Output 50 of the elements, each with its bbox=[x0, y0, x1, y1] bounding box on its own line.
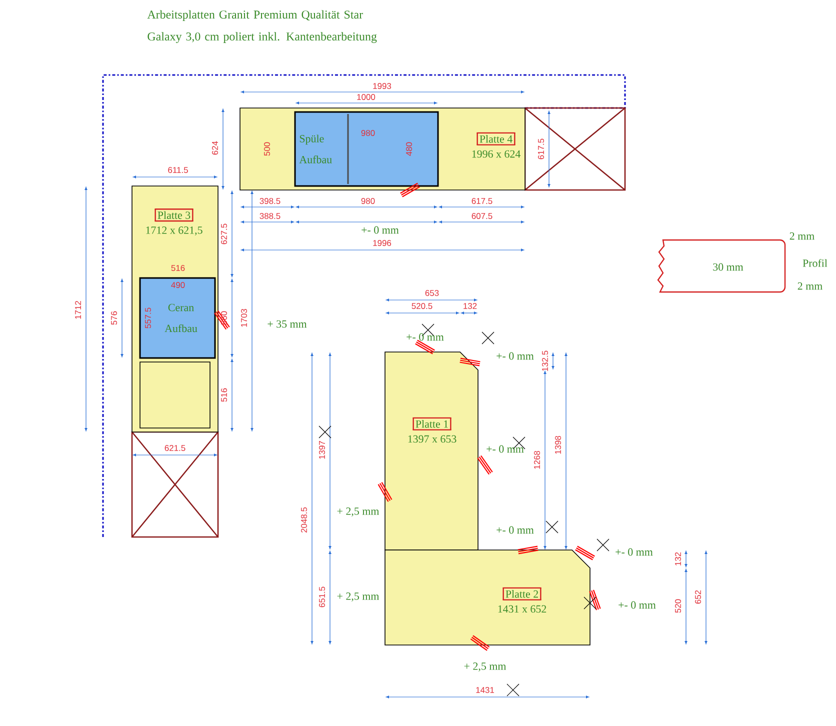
dimension-value: 980 bbox=[361, 198, 375, 204]
dimension-value: 980 bbox=[361, 130, 375, 136]
tolerance-note: Profil bbox=[802, 259, 828, 267]
worktop-slab: Platte 2 1431 x 652 bbox=[384, 550, 590, 646]
dimension-value: 1712 bbox=[75, 301, 81, 319]
tolerance-note: 2 mm bbox=[798, 282, 822, 290]
tolerance-note: + 2,5 mm bbox=[464, 662, 506, 672]
tolerance-note: 2 mm bbox=[790, 232, 814, 240]
dimension-value: 607.5 bbox=[472, 213, 492, 219]
dimension-value: 480 bbox=[406, 142, 412, 156]
tolerance-note: +- 0 mm bbox=[616, 548, 653, 556]
dimension-value: 651.5 bbox=[319, 586, 325, 608]
edge-profile-box: 30 mm bbox=[657, 239, 786, 293]
dimension-value: 388.5 bbox=[260, 213, 280, 219]
dimension-value: 576 bbox=[111, 311, 117, 325]
dimension-value: 490 bbox=[171, 282, 185, 288]
dimension-value: 624 bbox=[212, 141, 218, 155]
dimension-value: 516 bbox=[221, 388, 227, 402]
dimension-value: 653 bbox=[425, 290, 439, 296]
tolerance-note: +- 0 mm bbox=[618, 601, 656, 609]
dimension-value: 1993 bbox=[373, 83, 392, 89]
dimension-value: 1996 bbox=[373, 240, 392, 246]
dimension-value: 500 bbox=[264, 142, 270, 156]
dimension-value: 617.5 bbox=[538, 138, 544, 160]
tolerance-note: +- 0 mm bbox=[406, 333, 444, 341]
tolerance-note: +- 0 mm bbox=[496, 526, 534, 534]
dimension-value: 132 bbox=[464, 303, 477, 309]
dimension-value: 1000 bbox=[357, 94, 376, 100]
worktop-slab: Platte 1 1397 x 653 bbox=[384, 352, 478, 550]
dimension-value: 611.5 bbox=[168, 167, 188, 173]
dimension-value: 132.5 bbox=[542, 350, 548, 371]
dimension-value: 1703 bbox=[241, 308, 247, 327]
dimension-value: 627.5 bbox=[221, 224, 227, 244]
tolerance-note: +- 0 mm bbox=[496, 352, 534, 360]
dimension-value: 1431 bbox=[476, 687, 494, 693]
dimension-value: 1398 bbox=[555, 436, 561, 454]
dimension-value: 520 bbox=[675, 599, 681, 613]
dimension-value: 2048.5 bbox=[301, 507, 307, 533]
dimension-value: 557.5 bbox=[145, 308, 151, 328]
dimension-value: 1268 bbox=[534, 450, 540, 469]
dimension-value: 1397 bbox=[319, 441, 325, 459]
dimension-value: 621.5 bbox=[164, 445, 186, 451]
dimension-value: 132 bbox=[675, 552, 681, 566]
dimension-value: 617.5 bbox=[472, 198, 492, 204]
title: Arbeitsplatten Granit Premium Qualität Star Galaxy 3,0 cm poliert inkl. Kantenbearbeitung bbox=[147, 10, 377, 43]
tolerance-note: +- 0 mm bbox=[362, 226, 399, 234]
tolerance-note: + 35 mm bbox=[268, 320, 307, 328]
dimension-value: 398.5 bbox=[260, 198, 280, 204]
dimension-value: 520.5 bbox=[412, 303, 432, 309]
dimension-value: 652 bbox=[695, 590, 701, 604]
